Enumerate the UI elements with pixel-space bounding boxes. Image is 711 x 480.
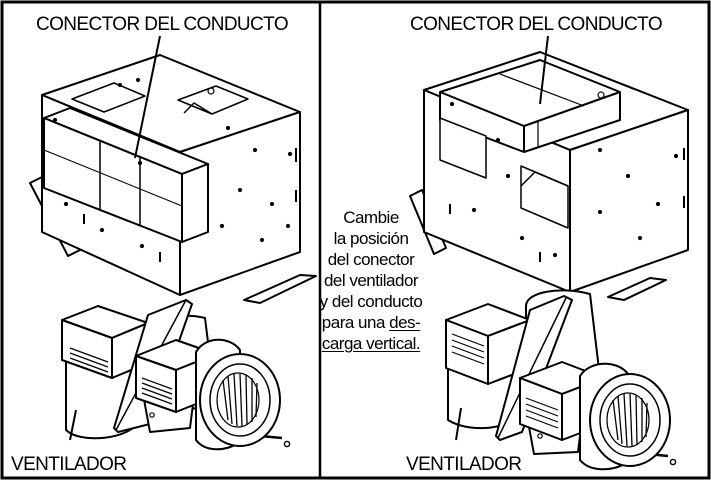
left-housing-details: [52, 77, 297, 262]
reposition-note: Cambie la posición del conector del vent…: [312, 207, 430, 354]
left-housing: [29, 54, 317, 304]
left-blower-label: VENTILADOR: [11, 454, 127, 475]
note-line-3: del conector: [327, 250, 415, 269]
left-blower-bolt: [149, 412, 155, 418]
right-blower-bolt: [537, 433, 543, 439]
note-line-6-underlined: des-: [389, 313, 421, 332]
right-blower-screw: [669, 458, 677, 466]
right-blower-label: VENTILADOR: [406, 454, 522, 475]
note-line-6: para una des-: [312, 312, 430, 333]
right-blower-wheel: [589, 373, 671, 467]
right-blower-leader: [455, 407, 462, 441]
left-blower-screw: [283, 440, 291, 448]
note-line-5: y del conducto: [319, 292, 423, 311]
note-line-2: la posición: [333, 229, 409, 248]
note-line-1: Cambie: [343, 208, 399, 227]
note-line-7: carga vertical.: [321, 334, 421, 353]
note-line-4: del ventilador: [323, 271, 419, 290]
right-housing-details: [449, 91, 685, 262]
right-housing: [409, 51, 689, 301]
right-connector-label: CONECTOR DEL CONDUCTO: [410, 14, 663, 35]
right-blower: [445, 289, 669, 471]
left-blower: [61, 299, 283, 451]
left-blower-leader: [69, 409, 77, 441]
left-connector-label: CONECTOR DEL CONDUCTO: [36, 14, 289, 35]
left-blower-wheel: [199, 353, 281, 447]
right-connector-leader: [539, 35, 549, 105]
left-connector-leader: [134, 35, 161, 159]
note-line-6-start: para una: [321, 313, 390, 332]
